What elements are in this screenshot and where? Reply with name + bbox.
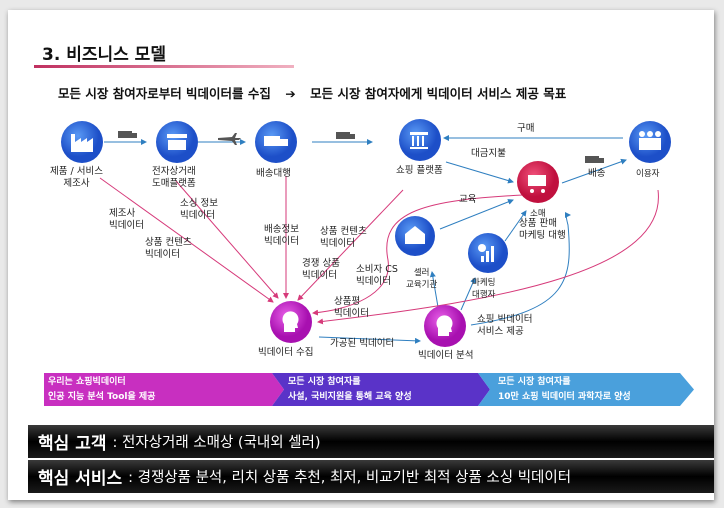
title-underline: [34, 65, 294, 68]
truck-icon: [336, 132, 350, 139]
edge-label-purchase: 구매: [517, 123, 535, 134]
edge-label-sourcing-data: 소싱 정보 빅데이터: [180, 198, 218, 221]
vehicle-icons: [118, 131, 604, 163]
edge-label-education: 교육: [459, 194, 477, 205]
edge-label-service: 쇼핑 빅데이터 서비스 제공: [477, 314, 533, 337]
subtitle-left: 모든 시장 참여자로부터 빅데이터를 수집: [58, 86, 271, 101]
edge-label-manufacturer-data: 제조사 빅데이터: [109, 208, 144, 231]
arrow-icon: ➔: [285, 86, 296, 101]
edge-label-sales-marketing: 상품 판매 마케팅 대행: [519, 218, 566, 241]
blue-edges: [104, 135, 627, 344]
node-label-delivery: 배송대행: [256, 168, 291, 179]
airplane-icon: [218, 133, 241, 145]
node-label-marketing: 마케팅 대행자: [472, 278, 496, 300]
core-customer-value: : 전자상거래 소매상 (국내외 셀러): [112, 435, 321, 451]
edge-label-payment: 대금지불: [471, 148, 506, 159]
core-service-value: : 경쟁상품 분석, 리치 상품 추천, 최저, 비교기반 최적 상품 소싱 빅…: [128, 470, 572, 486]
slide: 3. 비즈니스 모델 모든 시장 참여자로부터 빅데이터를 수집 ➔ 모든 시장…: [8, 10, 714, 500]
edge-label-shipping: 배송: [588, 168, 606, 179]
page-title: 3. 비즈니스 모델: [42, 45, 166, 65]
edge-label-content-data-2: 상품 컨텐츠 빅데이터: [320, 226, 367, 249]
business-diagram: [61, 119, 671, 347]
node-label-user: 이용자: [636, 169, 660, 179]
truck-icon: [118, 131, 132, 138]
edge-label-review-data: 상품평 빅데이터: [334, 296, 369, 319]
core-service-label: 핵심 서비스: [38, 469, 123, 489]
core-customer-label: 핵심 고객: [38, 434, 107, 454]
core-customer-banner: 핵심 고객 : 전자상거래 소매상 (국내외 셀러): [28, 425, 714, 458]
node-label-wholesale: 전자상거래 도매플랫폼: [152, 166, 196, 189]
edge-label-delivery-data: 배송정보 빅데이터: [264, 224, 299, 247]
edge-label-competitor-data: 경쟁 상품 빅데이터: [302, 258, 340, 281]
truck-icon: [585, 156, 599, 163]
node-label-retail: 소매: [530, 209, 546, 219]
edge-label-content-data-1: 상품 컨텐츠 빅데이터: [145, 237, 192, 260]
subtitle: 모든 시장 참여자로부터 빅데이터를 수집 ➔ 모든 시장 참여자에게 빅데이터…: [58, 83, 576, 102]
pink-edges: [99, 176, 659, 325]
node-glyphs: [71, 131, 661, 336]
node-label-bigdata-collect: 빅데이터 수집: [258, 347, 314, 358]
node-label-seller-edu: 셀러 교육기관: [406, 268, 438, 290]
node-label-manufacturer: 제품 / 서비스 제조사: [50, 166, 103, 189]
node-label-bigdata-analysis: 빅데이터 분석: [418, 350, 474, 361]
node-label-shopping-platform: 쇼핑 플랫폼: [396, 165, 443, 176]
edge-label-consumer-cs-data: 소비자 CS 빅데이터: [356, 264, 398, 287]
bank-cart-icon: [399, 119, 441, 161]
core-service-banner: 핵심 서비스 : 경쟁상품 분석, 리치 상품 추천, 최저, 비교기반 최적 …: [28, 460, 714, 493]
edge-label-processed-data: 가공된 빅데이터: [330, 338, 395, 349]
subtitle-right: 모든 시장 참여자에게 빅데이터 서비스 제공 목표: [310, 86, 567, 101]
